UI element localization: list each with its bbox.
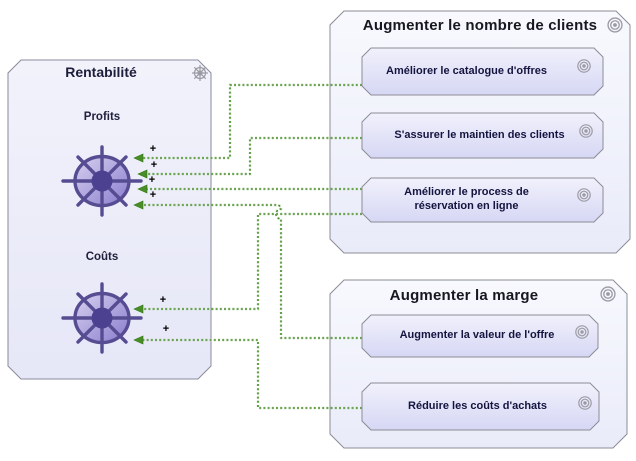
driver-profits-label: Profits bbox=[83, 111, 121, 124]
influence-sign: + bbox=[149, 189, 157, 201]
goal-maintien-clients[interactable] bbox=[361, 112, 604, 159]
goal-icon bbox=[600, 286, 616, 302]
influence-sign: + bbox=[148, 174, 156, 186]
driver-couts-label: Coûts bbox=[85, 251, 119, 264]
goal-label: Augmenter la valeur de l'offre bbox=[399, 328, 555, 341]
goal-label: Améliorer le catalogue d'offres bbox=[386, 64, 547, 77]
goal-group-title: Augmenter la marge bbox=[389, 286, 539, 304]
driver-icon bbox=[191, 64, 209, 82]
arrowhead-icon bbox=[137, 169, 148, 179]
influence-sign: + bbox=[149, 143, 157, 155]
influence-valeur-to-profits[interactable] bbox=[133, 200, 364, 340]
goal-label: Améliorer le process de réservation en l… bbox=[404, 186, 529, 212]
influence-reduire-to-couts[interactable] bbox=[133, 335, 364, 410]
goal-catalogue-offres[interactable] bbox=[361, 47, 604, 96]
influence-sign: + bbox=[162, 323, 170, 335]
influence-process-to-couts[interactable] bbox=[133, 212, 364, 314]
influence-catalogue-to-profits[interactable] bbox=[133, 83, 364, 163]
goal-reduire-couts[interactable] bbox=[361, 382, 600, 431]
arrowhead-icon bbox=[133, 304, 144, 314]
arrowhead-icon bbox=[137, 184, 148, 194]
goal-group-title: Augmenter le nombre de clients bbox=[362, 16, 598, 34]
goal-valeur-offre[interactable] bbox=[361, 314, 599, 358]
goal-label: Réduire les coûts d'achats bbox=[408, 399, 547, 412]
goal-label: S'assurer le maintien des clients bbox=[394, 128, 565, 141]
driver-group-rentabilite[interactable] bbox=[7, 59, 212, 380]
influence-sign: + bbox=[150, 159, 158, 171]
arrowhead-icon bbox=[133, 335, 144, 345]
goal-process-reservation[interactable] bbox=[361, 177, 604, 223]
influence-process-to-profits[interactable] bbox=[137, 184, 364, 194]
influence-maintien-to-profits[interactable] bbox=[137, 136, 364, 179]
driver-group-title: Rentabilité bbox=[65, 64, 137, 81]
influence-sign: + bbox=[159, 294, 167, 306]
arrowhead-icon bbox=[133, 200, 144, 210]
arrowhead-icon bbox=[133, 153, 144, 163]
